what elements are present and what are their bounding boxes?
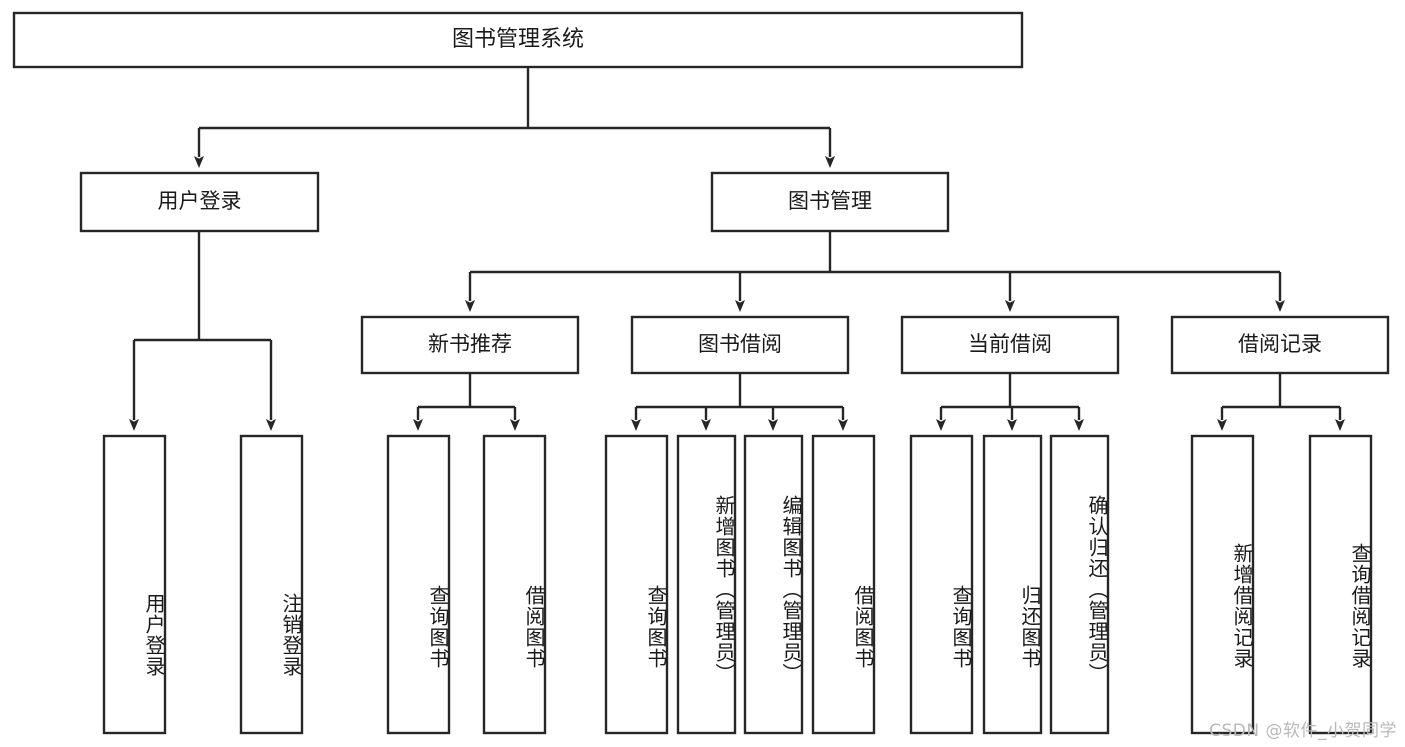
connector-book-manage-to-level3 xyxy=(465,231,1285,312)
connector-book-borrow-to-leaves xyxy=(631,373,848,431)
box-leaf-borrow-book-2[interactable] xyxy=(811,434,876,735)
box-leaf-return-book[interactable] xyxy=(982,434,1043,735)
connector-borrow-record-to-leaves xyxy=(1217,373,1345,431)
connector-current-borrow-to-leaves xyxy=(936,373,1084,431)
node-rectangles xyxy=(12,11,1390,735)
box-leaf-query-book-1[interactable] xyxy=(386,434,451,735)
box-leaf-query-book-2[interactable] xyxy=(604,434,669,735)
box-leaf-confirm-return[interactable] xyxy=(1049,434,1110,735)
box-user-login[interactable] xyxy=(79,171,320,233)
box-root[interactable] xyxy=(12,11,1024,69)
box-leaf-query-record[interactable] xyxy=(1308,434,1373,735)
box-borrow-record[interactable] xyxy=(1170,315,1390,375)
csdn-watermark: CSDN @软件_小贺同学 xyxy=(1209,721,1397,741)
box-leaf-logout[interactable] xyxy=(239,434,304,735)
box-leaf-add-book[interactable] xyxy=(676,434,737,735)
connector-root-to-level2 xyxy=(194,67,835,168)
box-book-manage[interactable] xyxy=(710,171,950,233)
connector-user-login-to-leaves xyxy=(129,231,276,431)
box-leaf-edit-book[interactable] xyxy=(743,434,804,735)
connector-new-book-rec-to-leaves xyxy=(413,373,520,431)
box-leaf-borrow-book-1[interactable] xyxy=(482,434,547,735)
box-book-borrow[interactable] xyxy=(630,315,850,375)
box-new-book-rec[interactable] xyxy=(360,315,580,375)
box-leaf-query-book-3[interactable] xyxy=(909,434,974,735)
box-leaf-user-login[interactable] xyxy=(102,434,167,735)
box-current-borrow[interactable] xyxy=(900,315,1120,375)
box-leaf-add-record[interactable] xyxy=(1190,434,1255,735)
